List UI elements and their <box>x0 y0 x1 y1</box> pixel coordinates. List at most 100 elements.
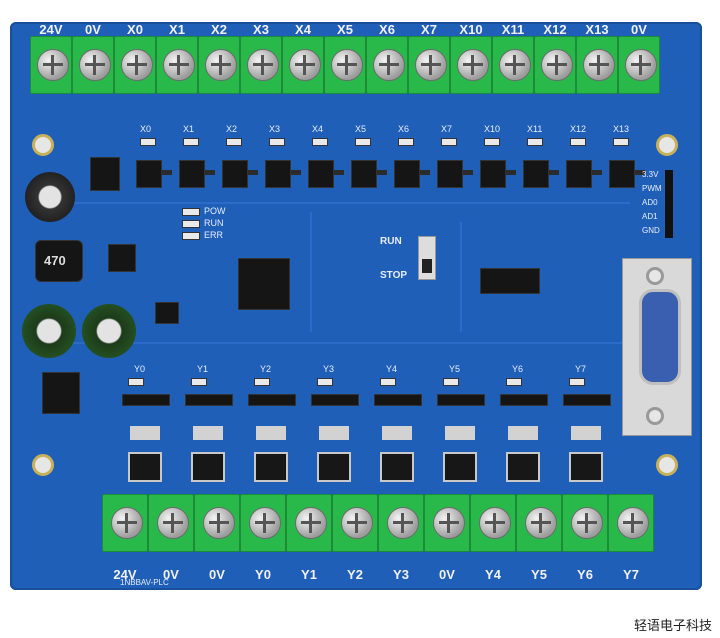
terminal-block[interactable] <box>450 36 492 94</box>
output-led-label: Y2 <box>260 364 272 374</box>
bottom-terminal-strip <box>102 494 654 552</box>
resistor <box>635 170 645 175</box>
terminal-block[interactable] <box>72 36 114 94</box>
mosfet-tab <box>130 426 160 440</box>
resistor <box>291 170 301 175</box>
screw-icon[interactable] <box>79 49 111 81</box>
input-led <box>398 138 414 146</box>
screw-icon[interactable] <box>157 507 189 539</box>
terminal-block[interactable] <box>516 494 562 552</box>
screw-icon[interactable] <box>479 507 511 539</box>
screw-icon[interactable] <box>541 49 573 81</box>
mosfet <box>191 452 225 482</box>
optocoupler-chip <box>437 394 485 406</box>
terminal-block[interactable] <box>156 36 198 94</box>
screw-icon[interactable] <box>37 49 69 81</box>
terminal-block[interactable] <box>324 36 366 94</box>
screw-icon[interactable] <box>499 49 531 81</box>
terminal-block[interactable] <box>102 494 148 552</box>
screw-icon[interactable] <box>289 49 321 81</box>
screw-icon[interactable] <box>373 49 405 81</box>
optocoupler-chip <box>374 394 422 406</box>
terminal-block[interactable] <box>114 36 156 94</box>
terminal-block[interactable] <box>378 494 424 552</box>
screw-icon[interactable] <box>625 49 657 81</box>
input-led <box>226 138 242 146</box>
screw-icon[interactable] <box>583 49 615 81</box>
input-led <box>140 138 156 146</box>
screw-icon[interactable] <box>415 49 447 81</box>
screw-icon[interactable] <box>247 49 279 81</box>
terminal-block[interactable] <box>366 36 408 94</box>
screw-icon[interactable] <box>249 507 281 539</box>
terminal-block[interactable] <box>618 36 660 94</box>
optocoupler-chip <box>185 394 233 406</box>
switch-slider[interactable] <box>422 259 432 273</box>
output-led <box>191 378 207 386</box>
screw-icon[interactable] <box>433 507 465 539</box>
terminal-block[interactable] <box>240 36 282 94</box>
resistor <box>420 170 430 175</box>
terminal-block[interactable] <box>286 494 332 552</box>
terminal-label: X10 <box>459 22 483 37</box>
mosfet <box>443 452 477 482</box>
input-led <box>441 138 457 146</box>
terminal-block[interactable] <box>332 494 378 552</box>
mosfet-tab <box>256 426 286 440</box>
screw-icon[interactable] <box>111 507 143 539</box>
screw-icon[interactable] <box>341 507 373 539</box>
power-regulator <box>42 372 80 414</box>
screw-icon[interactable] <box>205 49 237 81</box>
screw-icon[interactable] <box>387 507 419 539</box>
screw-icon[interactable] <box>203 507 235 539</box>
screw-icon[interactable] <box>163 49 195 81</box>
mosfet <box>128 452 162 482</box>
terminal-block[interactable] <box>562 494 608 552</box>
input-led-label: X12 <box>570 124 587 134</box>
mosfet-tab <box>571 426 601 440</box>
resistor <box>549 170 559 175</box>
screw-icon[interactable] <box>121 49 153 81</box>
terminal-block[interactable] <box>30 36 72 94</box>
resistor <box>205 170 215 175</box>
screw-icon[interactable] <box>331 49 363 81</box>
mounting-hole <box>656 454 678 476</box>
terminal-block[interactable] <box>470 494 516 552</box>
screw-icon[interactable] <box>295 507 327 539</box>
terminal-label: Y0 <box>255 567 271 582</box>
resistor <box>162 170 172 175</box>
terminal-block[interactable] <box>424 494 470 552</box>
terminal-block[interactable] <box>282 36 324 94</box>
optocoupler-chip <box>179 160 205 188</box>
run-stop-switch[interactable] <box>418 236 436 280</box>
pin-header <box>665 170 673 238</box>
db9-connector[interactable] <box>622 258 692 436</box>
terminal-block[interactable] <box>408 36 450 94</box>
terminal-block[interactable] <box>492 36 534 94</box>
screw-icon[interactable] <box>571 507 603 539</box>
resistor <box>377 170 387 175</box>
terminal-block[interactable] <box>198 36 240 94</box>
terminal-block[interactable] <box>576 36 618 94</box>
mosfet <box>254 452 288 482</box>
status-led <box>182 208 200 216</box>
terminal-block[interactable] <box>534 36 576 94</box>
terminal-block[interactable] <box>194 494 240 552</box>
screw-icon[interactable] <box>525 507 557 539</box>
terminal-label: X3 <box>253 22 269 37</box>
output-led <box>128 378 144 386</box>
terminal-label: 24V <box>39 22 63 37</box>
optocoupler-chip <box>351 160 377 188</box>
screw-icon[interactable] <box>617 507 649 539</box>
pcb-trace <box>460 222 462 332</box>
header-pin-label: AD0 <box>642 198 658 207</box>
terminal-block[interactable] <box>240 494 286 552</box>
input-led <box>484 138 500 146</box>
terminal-block[interactable] <box>148 494 194 552</box>
terminal-block[interactable] <box>608 494 654 552</box>
output-led-label: Y6 <box>512 364 524 374</box>
db9-port[interactable] <box>639 289 681 385</box>
screw-icon[interactable] <box>457 49 489 81</box>
input-led-label: X4 <box>312 124 324 134</box>
crystal <box>90 157 120 191</box>
